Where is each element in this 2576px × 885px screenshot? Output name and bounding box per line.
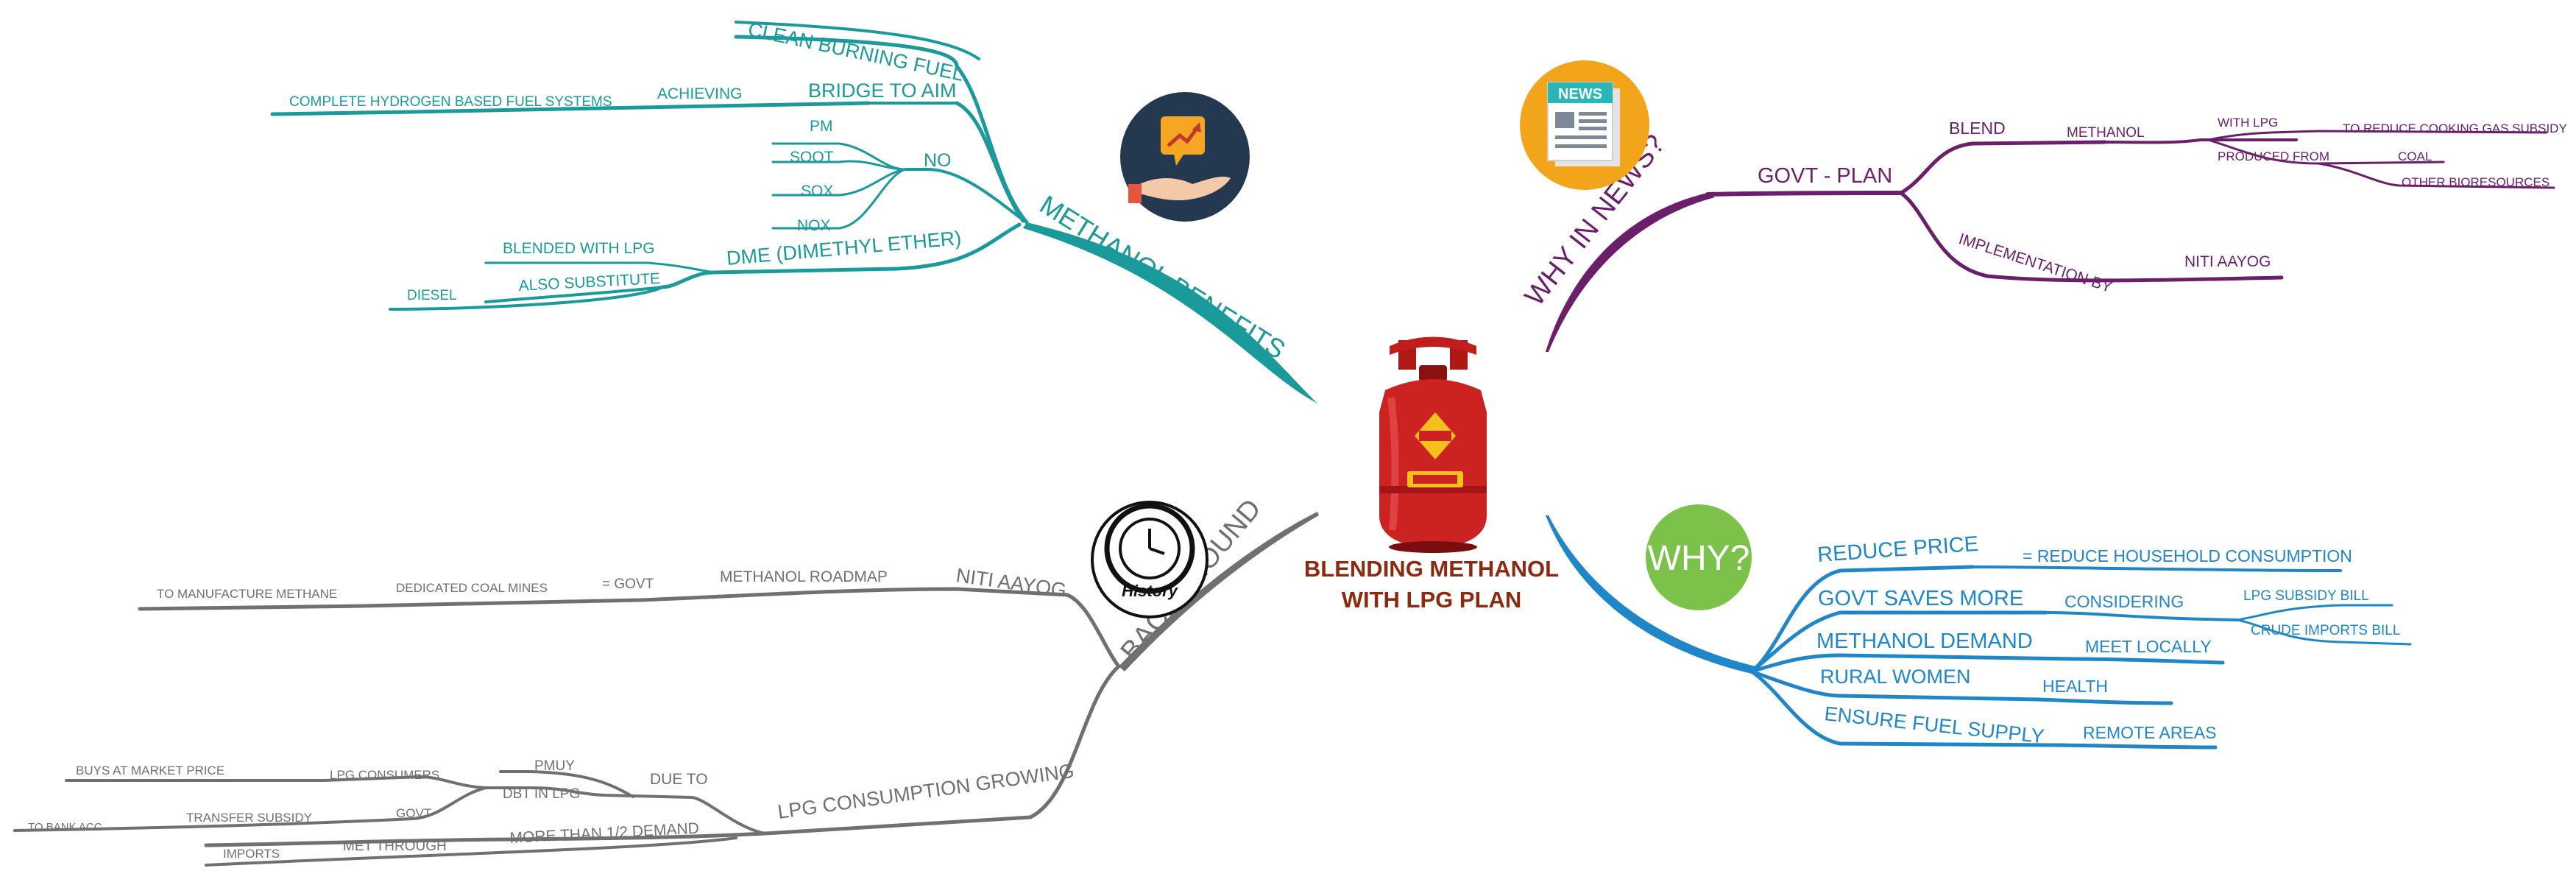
why-question-icon: WHY? — [1646, 504, 1752, 610]
methanol-roadmap: METHANOL ROADMAP — [720, 568, 888, 585]
met-through: MET THROUGH — [343, 839, 447, 854]
pm-label: PM — [810, 118, 833, 135]
crude-imports-bill: CRUDE IMPORTS BILL — [2251, 623, 2400, 638]
center-title-line2: WITH LPG PLAN — [1342, 587, 1522, 613]
blend-label: BLEND — [1949, 119, 2006, 138]
background-govt: GOVT — [396, 806, 431, 820]
hand-growth-chart-icon — [1120, 92, 1250, 222]
reduce-household: = REDUCE HOUSEHOLD CONSUMPTION — [2023, 546, 2352, 565]
dme-label: DME (DIMETHYL ETHER) — [726, 227, 962, 269]
history-clock-icon: History — [1091, 501, 1209, 618]
background-niti-aayog: NITI AAYOG — [955, 564, 1068, 602]
branch-methanol-benefits — [270, 21, 1317, 403]
equals-govt: = GOVT — [602, 577, 654, 592]
pmuy-label: PMUY — [534, 758, 575, 774]
methanol-demand: METHANOL DEMAND — [1816, 630, 2033, 653]
other-bioresources: OTHER BIORESOURCES — [2402, 175, 2550, 189]
diesel-label: DIESEL — [407, 288, 457, 303]
produced-from: PRODUCED FROM — [2218, 149, 2329, 163]
branch-why-in-news — [1546, 130, 2555, 352]
coal-label: COAL — [2398, 149, 2432, 163]
blended-with-lpg: BLENDED WITH LPG — [503, 240, 655, 257]
rural-women: RURAL WOMEN — [1820, 666, 1971, 688]
branch-why — [1546, 515, 2412, 750]
newspaper-icon: NEWS — [1520, 60, 1649, 190]
history-icon-label: History — [1122, 582, 1179, 600]
due-to: DUE TO — [650, 771, 708, 788]
center-title-line1: BLENDING METHANOL — [1304, 556, 1559, 582]
bridge-to-aim: BRIDGE TO AIM — [808, 80, 957, 102]
why-icon-label: WHY? — [1648, 539, 1750, 578]
considering: CONSIDERING — [2064, 592, 2184, 611]
branch-background — [13, 512, 1319, 847]
news-niti-aayog: NITI AAYOG — [2184, 253, 2271, 270]
lpg-consumers: LPG CONSUMERS — [330, 768, 439, 782]
implementation-by: IMPLEMENTATION BY — [1956, 230, 2114, 296]
methanol-label: METHANOL — [2067, 125, 2145, 141]
transfer-subsidy: TRANSFER SUBSIDY — [186, 811, 312, 825]
dbt-in-lpg: DBT IN LPG — [503, 786, 580, 802]
dedicated-coal-mines: DEDICATED COAL MINES — [396, 581, 548, 595]
complete-hydrogen: COMPLETE HYDROGEN BASED FUEL SYSTEMS — [289, 94, 612, 110]
with-lpg: WITH LPG — [2218, 116, 2278, 130]
lpg-consumption-growing: LPG CONSUMPTION GROWING — [776, 760, 1076, 823]
reduce-price: REDUCE PRICE — [1816, 532, 1979, 567]
govt-plan: GOVT - PLAN — [1758, 164, 1892, 188]
reduce-cooking-subsidy: TO REDUCE COOKING GAS SUBSIDY — [2343, 121, 2567, 135]
lpg-subsidy-bill: LPG SUBSIDY BILL — [2243, 588, 2369, 604]
govt-saves-more: GOVT SAVES MORE — [1818, 587, 2023, 610]
health-label: HEALTH — [2042, 677, 2108, 696]
imports-label: IMPORTS — [223, 847, 280, 861]
buys-market-price: BUYS AT MARKET PRICE — [76, 764, 224, 778]
meet-locally: MEET LOCALLY — [2085, 637, 2212, 656]
nox-label: NOX — [797, 217, 831, 234]
soot-label: SOOT — [790, 149, 834, 166]
sox-label: SOX — [801, 183, 833, 200]
ensure-fuel-supply: ENSURE FUEL SUPPLY — [1823, 702, 2045, 747]
to-bank-acc: TO BANK ACC — [28, 821, 102, 833]
lpg-cylinder-icon — [1379, 336, 1487, 553]
achieving: ACHIEVING — [657, 85, 743, 102]
remote-areas: REMOTE AREAS — [2083, 723, 2216, 742]
news-icon-label: NEWS — [1558, 86, 1602, 102]
no-label: NO — [924, 150, 952, 171]
to-manufacture-methane: TO MANUFACTURE METHANE — [157, 587, 337, 601]
